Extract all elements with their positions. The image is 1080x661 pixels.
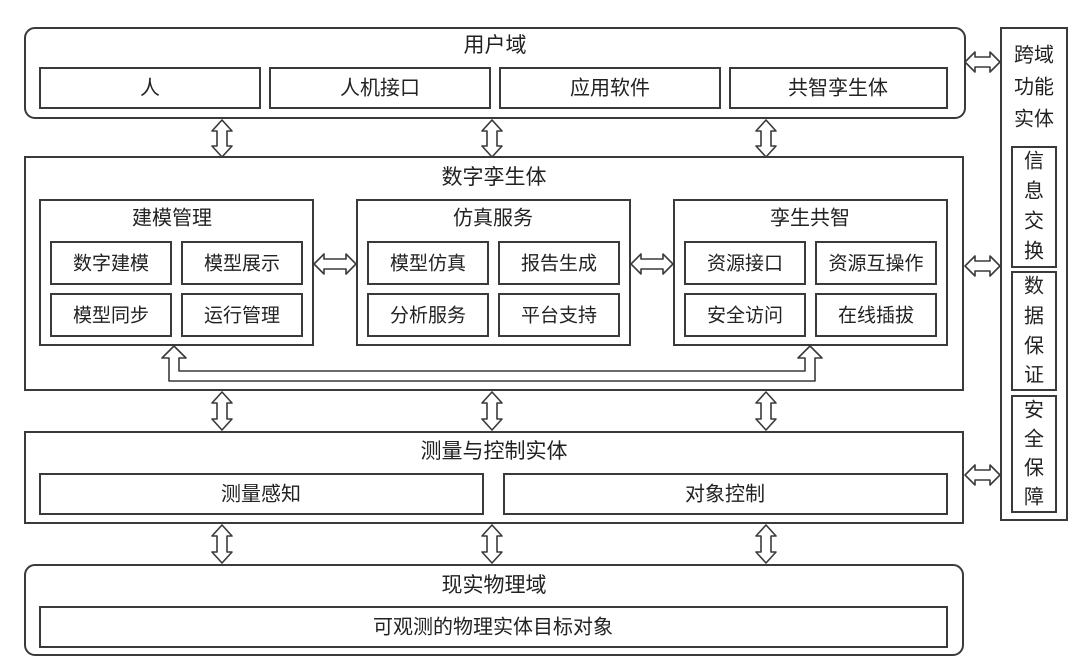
cross-domain-panel: 跨域 功能 实体 信 息 交 换 数 据 保 证 安 全 保 障	[1000, 27, 1068, 521]
co-intel-item-box	[815, 293, 937, 337]
cross-domain-item-security	[1011, 395, 1057, 513]
physical-domain-title: 现实物理域	[442, 573, 547, 597]
modeling-title: 建模管理	[132, 206, 212, 230]
cross-domain-title-line1: 跨域	[1014, 43, 1054, 67]
double-arrow-icon	[211, 119, 233, 158]
co-intel-item: 资源互操作	[828, 253, 923, 275]
double-arrow-icon	[755, 524, 777, 564]
user-domain-item-human: 人	[140, 76, 160, 100]
measure-control-title: 测量与控制实体	[421, 439, 568, 463]
physical-domain-item-box	[39, 606, 948, 648]
double-arrow-icon	[964, 51, 1001, 73]
cross-domain-char: 安	[1024, 398, 1044, 422]
double-arrow-icon	[755, 119, 777, 158]
digital-twin-panel: 数字孪生体 建模管理 数字建模 模型展示 模型同步 运行管理 仿真服务 模型仿真…	[24, 156, 964, 391]
cross-domain-char: 保	[1024, 334, 1044, 358]
double-arrow-icon	[481, 524, 503, 564]
modeling-management-group: 建模管理 数字建模 模型展示 模型同步 运行管理	[39, 199, 314, 346]
cross-domain-title-line3: 实体	[1014, 107, 1054, 131]
digital-twin-title: 数字孪生体	[442, 165, 547, 189]
co-intel-item: 安全访问	[707, 305, 783, 327]
cross-domain-item-info-exchange	[1011, 146, 1057, 268]
vertical-connectors	[211, 119, 777, 564]
double-arrow-icon	[481, 119, 503, 158]
modeling-item-box	[50, 241, 172, 285]
cross-domain-connectors	[964, 51, 1001, 486]
cross-domain-char: 换	[1024, 239, 1044, 263]
measure-control-panel: 测量与控制实体 测量感知 对象控制	[24, 431, 964, 524]
cross-domain-title-line2: 功能	[1014, 75, 1054, 99]
cross-domain-char: 据	[1024, 304, 1044, 328]
cross-domain-char: 息	[1024, 179, 1044, 203]
twin-co-intelligence-group: 孪生共智 资源接口 资源互操作 安全访问 在线插拔	[673, 199, 948, 346]
user-domain-item-box	[39, 67, 261, 109]
co-intel-item-box	[684, 241, 806, 285]
modeling-item-box	[181, 293, 303, 337]
simulation-item-box	[498, 293, 620, 337]
physical-domain-item: 可观测的物理实体目标对象	[373, 615, 613, 639]
modeling-item-box	[50, 293, 172, 337]
measure-control-item-box	[39, 473, 484, 515]
cross-domain-char: 保	[1024, 456, 1044, 480]
simulation-item-box	[498, 241, 620, 285]
user-domain-item-box	[729, 67, 948, 109]
simulation-item: 报告生成	[521, 253, 597, 275]
co-intel-item: 资源接口	[707, 253, 783, 275]
cross-domain-char: 证	[1024, 363, 1044, 387]
double-arrow-icon	[630, 253, 674, 275]
co-intel-item: 在线插拔	[838, 305, 914, 327]
physical-domain-panel: 现实物理域 可观测的物理实体目标对象	[24, 564, 964, 656]
double-arrow-icon	[964, 255, 1001, 277]
double-arrow-icon	[211, 524, 233, 564]
user-domain-item-box	[269, 67, 491, 109]
double-arrow-icon	[755, 391, 777, 431]
modeling-item-box	[181, 241, 303, 285]
measure-control-item-control: 对象控制	[685, 482, 765, 506]
simulation-item: 模型仿真	[390, 253, 466, 275]
double-arrow-icon	[313, 253, 357, 275]
simulation-title: 仿真服务	[453, 206, 533, 230]
co-intel-item-box	[684, 293, 806, 337]
modeling-item: 数字建模	[73, 253, 149, 275]
cross-domain-char: 数	[1024, 274, 1044, 298]
user-domain-item-box	[499, 67, 721, 109]
user-domain-title: 用户域	[464, 33, 527, 57]
double-arrow-icon	[964, 464, 1001, 486]
co-intel-title: 孪生共智	[770, 206, 850, 230]
simulation-service-group: 仿真服务 模型仿真 报告生成 分析服务 平台支持	[356, 199, 631, 346]
simulation-item-box	[367, 293, 489, 337]
u-connector-arrow-icon	[161, 345, 823, 382]
simulation-item: 平台支持	[521, 305, 597, 327]
cross-domain-char: 信	[1024, 149, 1044, 173]
double-arrow-icon	[211, 391, 233, 431]
user-domain-item-co-twin: 共智孪生体	[788, 76, 888, 100]
cross-domain-char: 交	[1024, 209, 1044, 233]
simulation-item-box	[367, 241, 489, 285]
double-arrow-icon	[481, 391, 503, 431]
user-domain-item-hmi: 人机接口	[340, 76, 420, 100]
cross-domain-item-data-assurance	[1011, 271, 1057, 391]
user-domain-item-software: 应用软件	[570, 76, 650, 100]
modeling-item: 模型同步	[73, 305, 149, 327]
modeling-item: 运行管理	[204, 305, 280, 327]
cross-domain-char: 全	[1024, 427, 1044, 451]
measure-control-item-sensing: 测量感知	[221, 482, 301, 506]
modeling-item: 模型展示	[204, 253, 280, 275]
co-intel-item-box	[815, 241, 937, 285]
cross-domain-char: 障	[1024, 485, 1044, 509]
user-domain-panel: 用户域 人 人机接口 应用软件 共智孪生体	[24, 27, 966, 119]
simulation-item: 分析服务	[390, 305, 466, 327]
measure-control-item-box	[503, 473, 948, 515]
